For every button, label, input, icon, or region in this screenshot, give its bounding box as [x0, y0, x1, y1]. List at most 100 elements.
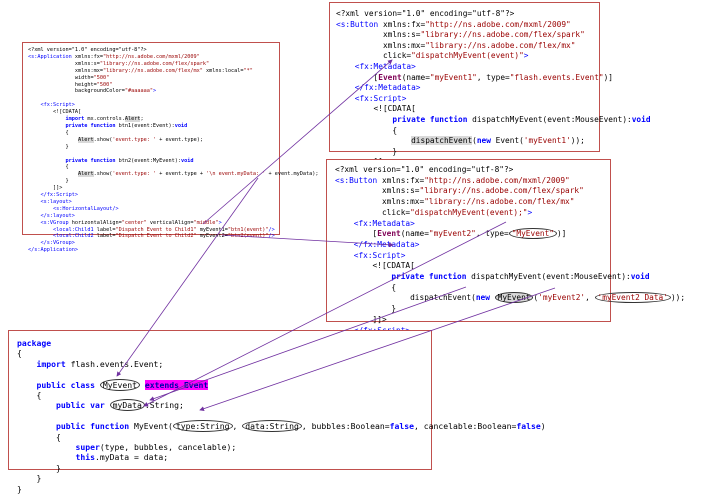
code-line: width="500"	[28, 75, 319, 82]
code-token: "btn2(event)"	[227, 233, 269, 240]
code-token: flash.events.Event;	[65, 358, 164, 369]
code-line: [Event(name="myEvent2", type="MyEvent")]	[335, 228, 685, 240]
code-token: xmlns:fx=	[377, 175, 425, 185]
code-line: Alert.show('event.type: ' + event.type +…	[28, 171, 319, 178]
code-token: false	[389, 421, 414, 432]
code-token: }	[17, 473, 42, 484]
code-token: <s:HorizontalLayout/>	[28, 205, 119, 212]
code-token: "middle"	[193, 219, 219, 226]
code-token: <local:Child2	[28, 233, 94, 240]
code-line: <![CDATA[	[335, 261, 685, 272]
code-line: <local:Child1 label="Dispatch Event to C…	[28, 227, 319, 234]
code-line: {	[336, 126, 651, 137]
code-token: <s:VGroup	[28, 219, 69, 226]
code-token: Alert	[124, 116, 141, 123]
code-token: ));	[670, 293, 686, 303]
code-line: dispatchEvent(new MyEvent('myEvent2', 'm…	[335, 292, 686, 304]
code-token: 'myEvent2'	[538, 293, 586, 303]
code-line: xmlns:s="library://ns.adobe.com/flex/spa…	[335, 186, 685, 197]
code-token: ));	[570, 136, 585, 146]
code-line: </s:Application>	[28, 247, 319, 254]
code-token: "flash.events.Event"	[509, 72, 604, 82]
code-token: >	[218, 219, 222, 226]
code-token: MyEvent	[99, 378, 140, 391]
code-line: <fx:Script>	[28, 102, 319, 109]
code-line: public class MyEvent extends Event	[17, 378, 546, 391]
code-token: {	[28, 129, 69, 136]
code-line: <![CDATA[	[28, 109, 319, 116]
code-line: public var myData:String;	[17, 399, 546, 412]
child1-button-panel: <?xml version="1.0" encoding="utf-8"?><s…	[329, 2, 651, 188]
code-token: >	[527, 207, 533, 217]
code-token: , bubbles:Boolean=	[301, 421, 390, 432]
code-line: {	[17, 348, 546, 358]
code-token: <![CDATA[	[335, 261, 415, 271]
code-token: "*"	[243, 67, 253, 74]
code-line: [Event(name="myEvent1", type="flash.even…	[336, 73, 651, 84]
code-token: .show(	[93, 136, 113, 143]
code-token: <fx:Script>	[336, 93, 407, 103]
code-token: "http://ns.adobe.com/mxml/2009"	[102, 53, 200, 60]
code-token: {	[17, 431, 61, 442]
code-token: {	[17, 348, 22, 359]
code-token: myEvent2=	[196, 233, 228, 240]
code-token: xmlns:local=	[202, 67, 244, 74]
code-token: public class	[17, 379, 95, 390]
code-token: 'event.type: '	[112, 136, 157, 143]
code-line: {	[17, 432, 546, 442]
code-token: "btn1(event)"	[227, 226, 269, 233]
code-token: />	[268, 226, 275, 233]
code-token: "library://ns.adobe.com/flex/spark"	[99, 60, 210, 67]
code-token: .myData = data;	[94, 452, 169, 463]
code-block: package{ import flash.events.Event; publ…	[17, 338, 546, 494]
code-token: new	[476, 136, 491, 146]
code-line	[17, 369, 546, 379]
code-line: Alert.show('event.type: ' + event.type);	[28, 136, 319, 144]
code-token: mx.controls.	[84, 116, 125, 123]
code-token: , type=	[475, 229, 509, 239]
code-token: height=	[28, 81, 97, 88]
code-token: "http://ns.adobe.com/mxml/2009"	[425, 19, 571, 29]
code-token: .show(	[93, 171, 113, 178]
code-token: Alert	[77, 136, 94, 143]
code-token: {	[336, 125, 398, 135]
code-token: + event.type +	[156, 171, 207, 178]
code-token: "http://ns.adobe.com/mxml/2009"	[424, 175, 570, 185]
code-line: xmlns:mx="library://ns.adobe.com/flex/mx…	[336, 41, 651, 52]
code-token: [	[336, 72, 379, 82]
code-line: package	[17, 338, 546, 348]
code-token: private function	[28, 157, 116, 164]
code-token: label=	[93, 226, 116, 233]
code-token: "library://ns.adobe.com/flex/mx"	[102, 67, 203, 74]
code-token: )]	[603, 72, 613, 82]
code-token	[490, 293, 495, 302]
code-token: )	[540, 421, 546, 432]
code-token: ;	[140, 116, 144, 123]
code-token	[28, 171, 78, 177]
code-line: xmlns:mx="library://ns.adobe.com/flex/mx…	[335, 197, 685, 208]
code-token: />	[268, 233, 275, 240]
code-token: "dispatchMyEvent(event)"	[411, 51, 524, 61]
code-token: this	[17, 452, 95, 463]
code-token: </fx:Metadata>	[336, 83, 421, 93]
code-token	[105, 400, 110, 410]
code-line: </s:layout>	[28, 213, 319, 220]
code-token: "500"	[93, 74, 110, 81]
code-token: (	[472, 136, 477, 146]
code-line: </s:VGroup>	[28, 240, 319, 247]
code-line: <local:Child2 label="Dispatch Event to C…	[28, 233, 319, 240]
code-line: }	[17, 484, 546, 494]
code-token: extends Event	[144, 379, 209, 390]
code-token: super	[17, 442, 100, 453]
code-token: dispatchMyEvent(event:MouseEvent):	[466, 272, 631, 282]
code-token: {	[28, 164, 69, 171]
code-line: backgroundColor="#aaaaaa">	[28, 88, 319, 95]
code-line: }	[336, 147, 651, 158]
code-token: public var	[17, 400, 105, 411]
code-line: {	[17, 390, 546, 400]
code-token: dispatchEvent	[411, 136, 473, 146]
code-token: width=	[28, 74, 94, 81]
code-line: <fx:Script>	[336, 94, 651, 105]
code-token: xmlns:mx=	[335, 197, 425, 207]
code-token: xmlns:s=	[336, 30, 421, 40]
